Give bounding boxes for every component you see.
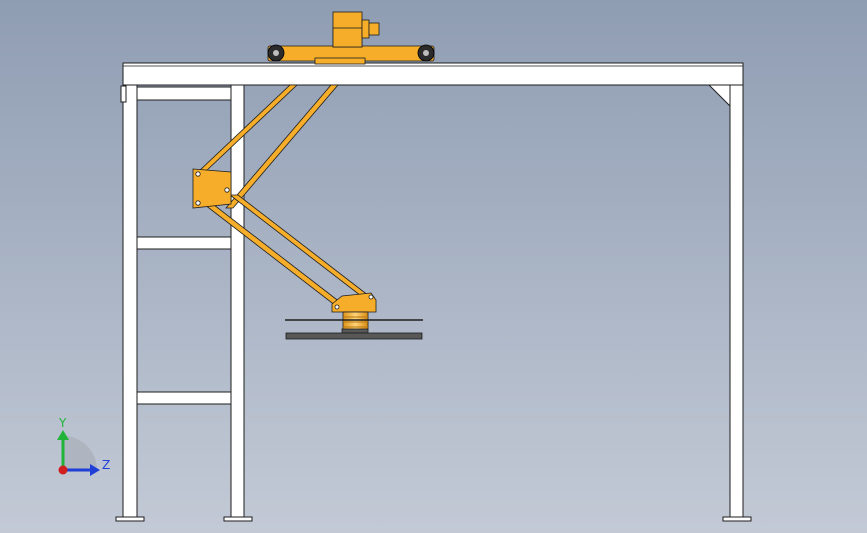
left-inner-column[interactable] (230, 84, 245, 519)
left-outer-cap (120, 85, 127, 103)
work-platform[interactable] (285, 319, 423, 340)
upper-link-b[interactable] (225, 84, 339, 209)
left-inner-foot (223, 516, 253, 522)
trolley-wheel-left-hub (273, 50, 279, 56)
crossbar-middle[interactable] (136, 236, 232, 250)
triad-y-label: Y (58, 416, 67, 430)
wrist-housing[interactable] (331, 292, 377, 313)
wrist-pivot-b (334, 304, 340, 310)
right-column[interactable] (729, 84, 744, 519)
trolley-assembly[interactable] (267, 11, 435, 65)
linkage-arms[interactable] (194, 84, 375, 307)
elbow-bracket-plate[interactable] (192, 168, 232, 209)
triad-z-arrowhead-icon (90, 464, 100, 476)
left-outer-foot (115, 516, 145, 522)
end-effector[interactable] (331, 292, 377, 334)
axis-triad-icon[interactable]: Y Z (57, 416, 110, 476)
gripper-hub (341, 328, 369, 334)
elbow-pivot-top (195, 171, 201, 177)
triad-quadrant (63, 436, 97, 470)
elbow-pivot-mid (224, 187, 230, 193)
wrist-pivot-a (368, 294, 374, 300)
right-foot (722, 516, 752, 522)
trolley-mount (314, 57, 366, 65)
triad-x-origin-icon (58, 465, 68, 475)
elbow-bracket[interactable] (192, 168, 232, 209)
trolley-wheel-right-hub (423, 50, 429, 56)
left-outer-column[interactable] (122, 84, 138, 519)
elbow-pivot-bottom (195, 200, 201, 206)
platform-plate[interactable] (285, 332, 423, 340)
trolley-motor-flange (361, 19, 370, 39)
triad-y-arrowhead-icon (57, 430, 69, 440)
trolley-motor-shaft (368, 22, 380, 36)
triad-z-label: Z (102, 458, 110, 472)
crossbar-top[interactable] (136, 86, 232, 101)
right-corner-gusset (707, 84, 731, 108)
trolley-motor-lower (332, 27, 363, 48)
crossbar-lower[interactable] (136, 391, 232, 405)
